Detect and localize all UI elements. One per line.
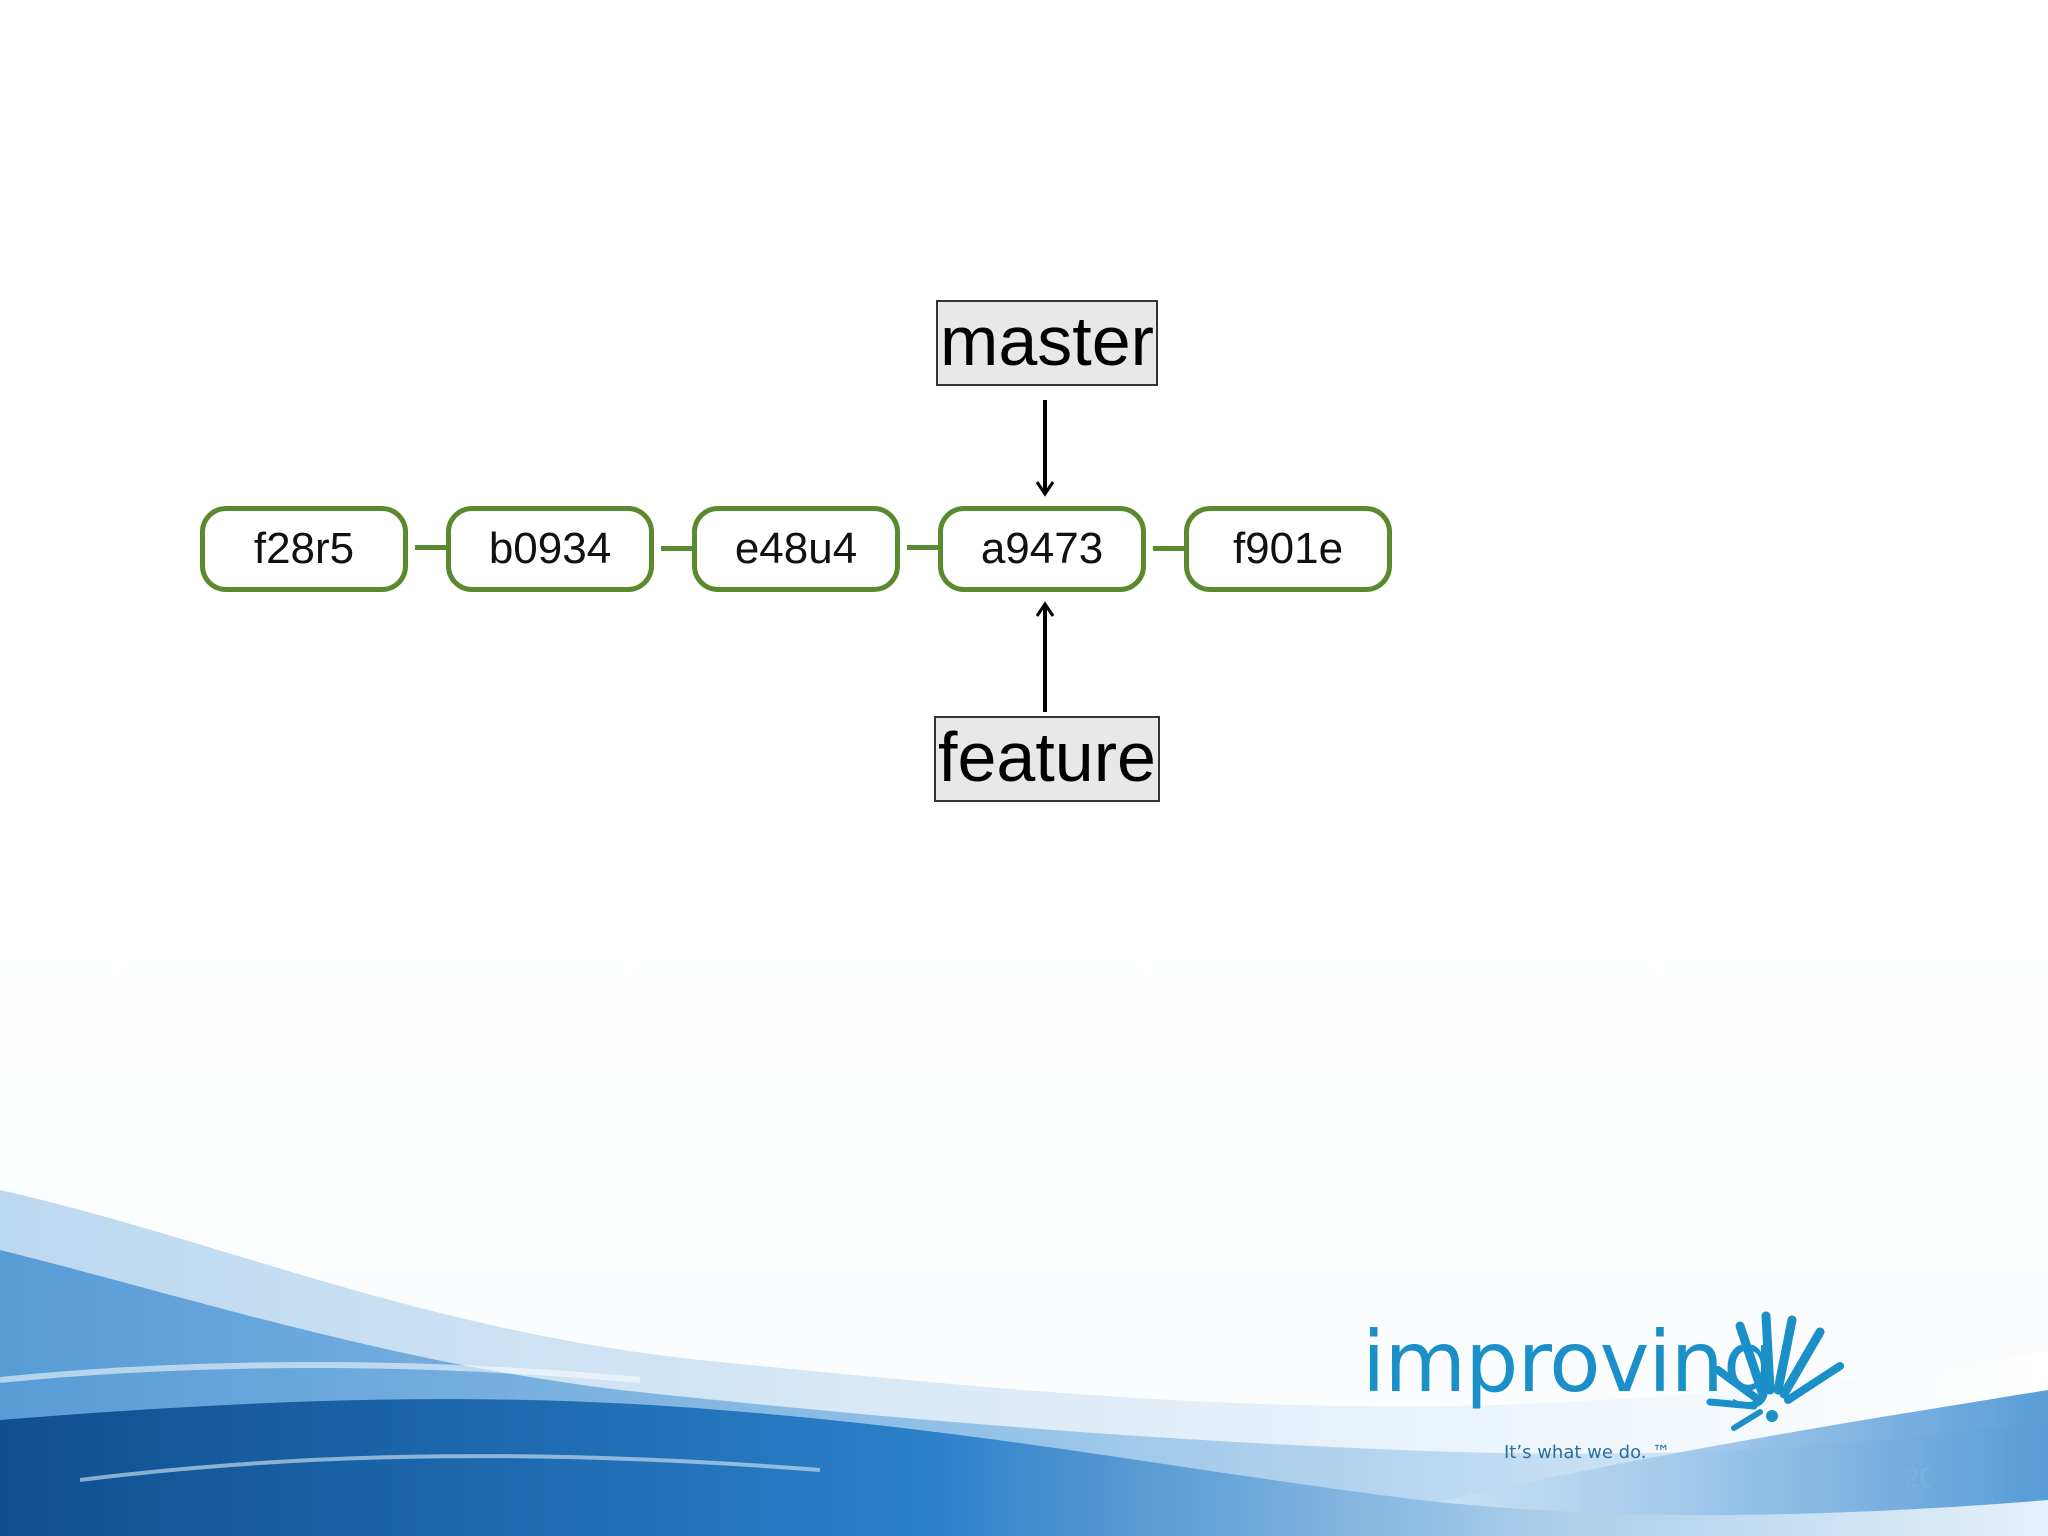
commit-node: f901e [1184, 506, 1392, 592]
master-branch-label: master [936, 300, 1158, 386]
commit-connector [415, 545, 447, 550]
master-arrow [1035, 400, 1055, 497]
page-number: 20 [1904, 1462, 1930, 1493]
commit-connector [661, 546, 693, 551]
starburst-icon [1706, 1311, 1844, 1431]
commit-node: f28r5 [200, 506, 408, 592]
logo-wordmark: improving [1362, 1313, 1776, 1411]
improving-logo: improving It’s what we do. ™ [1360, 1310, 1880, 1470]
commit-connector [1153, 546, 1185, 551]
feature-branch-label: feature [934, 716, 1160, 802]
commit-node: a9473 [938, 506, 1146, 592]
commit-node: b0934 [446, 506, 654, 592]
commit-connector [907, 545, 939, 550]
logo-tagline: It’s what we do. ™ [1504, 1442, 1671, 1463]
feature-arrow [1035, 601, 1055, 712]
commit-node: e48u4 [692, 506, 900, 592]
